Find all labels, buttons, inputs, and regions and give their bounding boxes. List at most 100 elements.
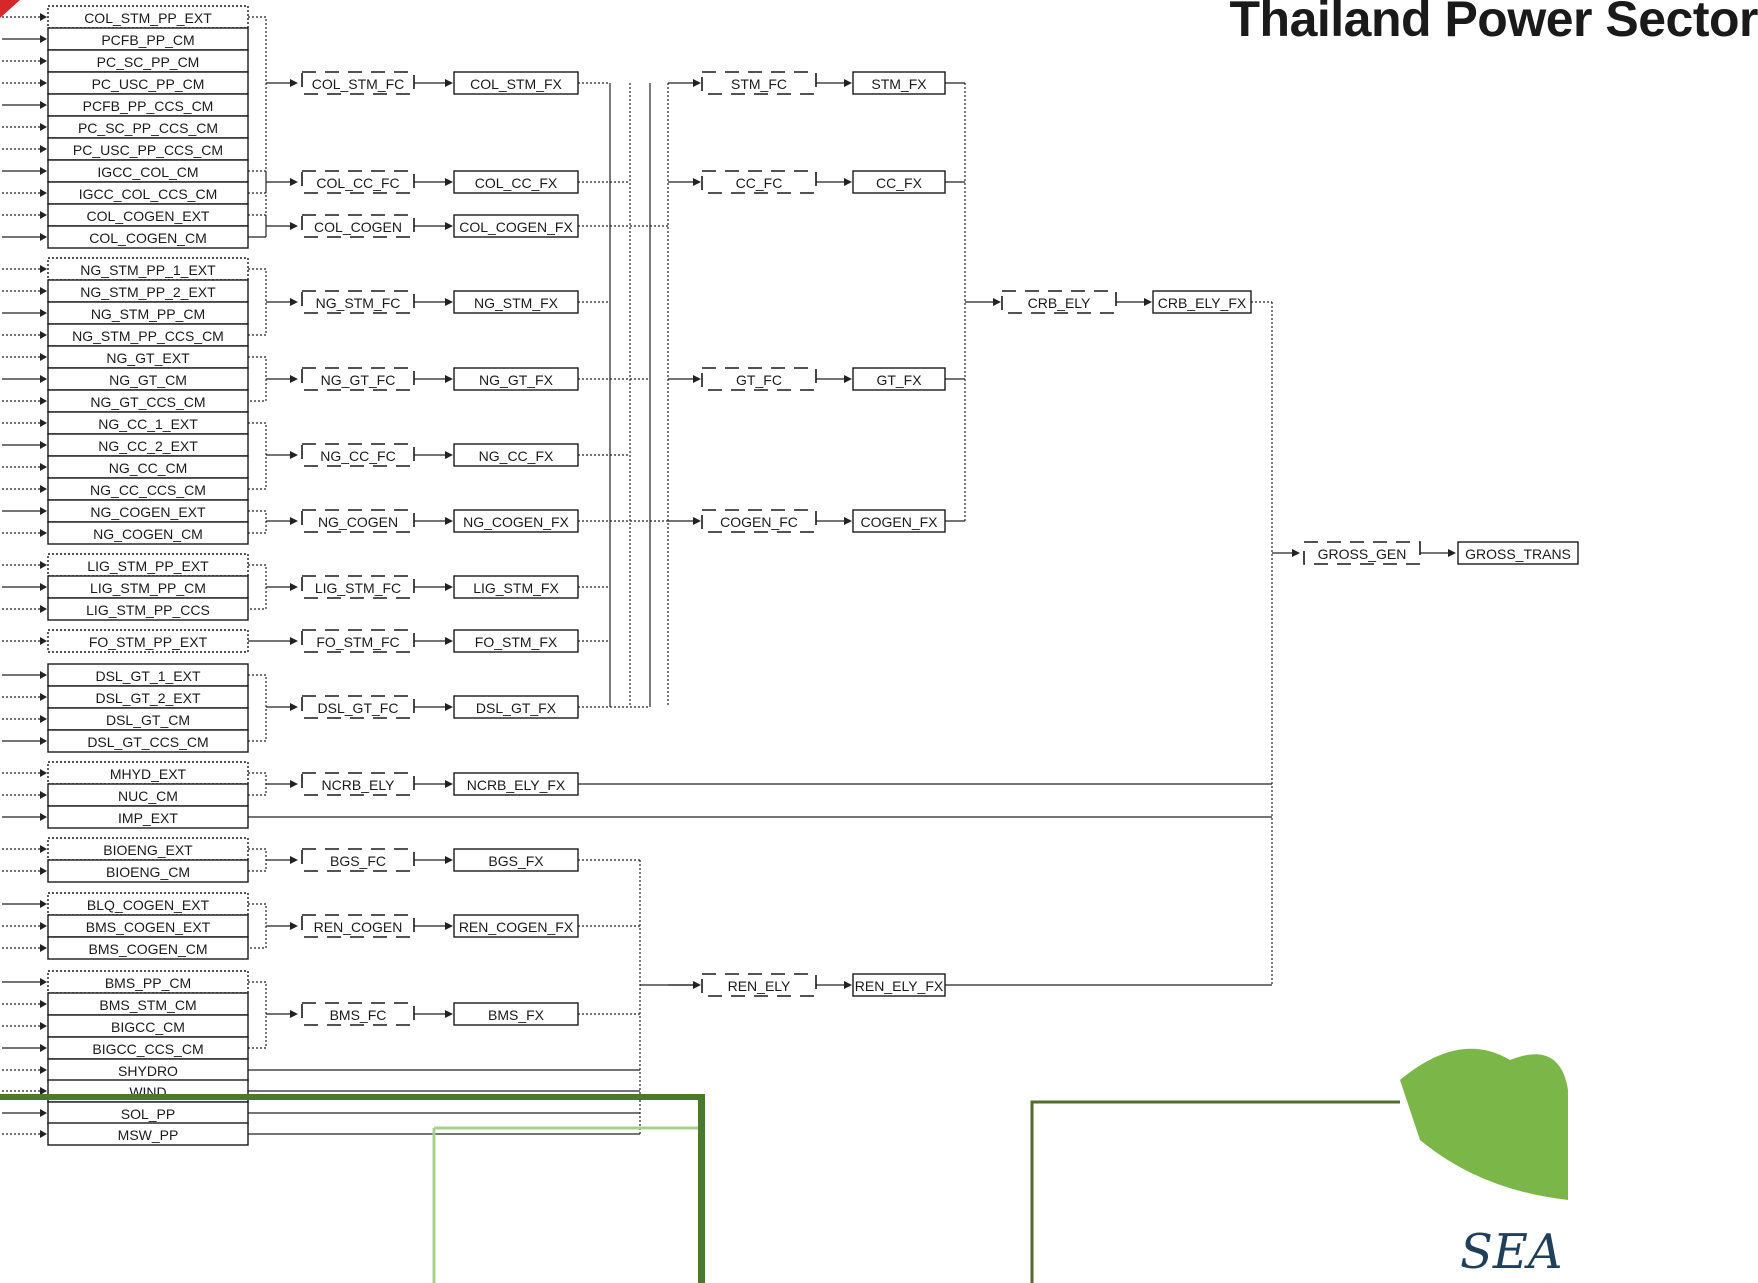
process-bms-stm-cm: BMS_STM_CM — [48, 993, 248, 1015]
process-bms-cogen-cm: BMS_COGEN_CM — [48, 937, 248, 959]
process-bioeng-ext-label: BIOENG_EXT — [103, 842, 193, 858]
process-dsl-gt-2-ext-label: DSL_GT_2_EXT — [95, 690, 200, 706]
commodity-col-cc-fc: COL_CC_FC — [302, 171, 414, 193]
green-frame-side — [698, 1094, 705, 1283]
process-dsl-gt-ccs-cm-label: DSL_GT_CCS_CM — [87, 734, 208, 750]
process-sol-pp: SOL_PP — [48, 1102, 248, 1124]
process-dsl-gt-ccs-cm: DSL_GT_CCS_CM — [48, 730, 248, 752]
process-lig-stm-pp-ext: LIG_STM_PP_EXT — [48, 554, 248, 576]
process-imp-ext-label: IMP_EXT — [118, 810, 178, 826]
process-mhyd-ext: MHYD_EXT — [48, 762, 248, 784]
process-igcc-col-ccs-cm: IGCC_COL_CCS_CM — [48, 182, 248, 204]
process-igcc-col-ccs-cm-label: IGCC_COL_CCS_CM — [79, 186, 217, 202]
commodity-ng-gt-fc-label: NG_GT_FC — [321, 372, 396, 388]
process-igcc-col-cm: IGCC_COL_CM — [48, 160, 248, 182]
process-ng-stm-pp-2-ext: NG_STM_PP_2_EXT — [48, 280, 248, 302]
process-pcfb-pp-ccs-cm: PCFB_PP_CCS_CM — [48, 94, 248, 116]
process-mhyd-ext-label: MHYD_EXT — [110, 766, 187, 782]
process-shydro: SHYDRO — [48, 1059, 248, 1081]
process-col-stm-pp-ext-label: COL_STM_PP_EXT — [84, 10, 212, 26]
commodity-ng-cc-fc-label: NG_CC_FC — [320, 448, 395, 464]
commodity-ng-cogen-label: NG_COGEN — [318, 514, 398, 530]
commodity-ng-cc-fc: NG_CC_FC — [302, 444, 414, 466]
flow-ren-cogen-fx-label: REN_COGEN_FX — [459, 919, 574, 935]
commodity-ren-cogen-label: REN_COGEN — [314, 919, 403, 935]
gross-trans-process: GROSS_TRANS — [1458, 542, 1578, 564]
process-msw-pp-label: MSW_PP — [118, 1127, 179, 1143]
process-col-stm-pp-ext: COL_STM_PP_EXT — [48, 6, 248, 28]
green-frame-top — [0, 1094, 705, 1100]
flow-ng-stm-fx-label: NG_STM_FX — [474, 295, 559, 311]
flow-ng-gt-fx: NG_GT_FX — [454, 368, 578, 390]
flow-col-stm-fx: COL_STM_FX — [454, 72, 578, 94]
process-ng-stm-pp-1-ext-label: NG_STM_PP_1_EXT — [80, 262, 216, 278]
process-bms-cogen-cm-label: BMS_COGEN_CM — [88, 941, 207, 957]
process-ng-stm-pp-cm-label: NG_STM_PP_CM — [91, 306, 205, 322]
process-dsl-gt-cm-label: DSL_GT_CM — [106, 712, 190, 728]
process-pc-usc-pp-ccs-cm-label: PC_USC_PP_CCS_CM — [73, 142, 223, 158]
commodity-ng-stm-fc: NG_STM_FC — [302, 291, 414, 313]
flow-fo-stm-fx-label: FO_STM_FX — [475, 634, 558, 650]
process-ng-gt-ext: NG_GT_EXT — [48, 346, 248, 368]
commodity-bgs-fc: BGS_FC — [302, 849, 414, 871]
process-lig-stm-pp-ccs-label: LIG_STM_PP_CCS — [86, 602, 210, 618]
agg-commodity-stm-fc-label: STM_FC — [731, 76, 787, 92]
process-pc-sc-pp-ccs-cm-label: PC_SC_PP_CCS_CM — [78, 120, 218, 136]
commodity-ng-gt-fc: NG_GT_FC — [302, 368, 414, 390]
process-nuc-cm-label: NUC_CM — [118, 788, 178, 804]
process-bioeng-cm-label: BIOENG_CM — [106, 864, 190, 880]
process-pc-usc-pp-cm-label: PC_USC_PP_CM — [92, 76, 205, 92]
commodity-ncrb-ely-label: NCRB_ELY — [322, 777, 396, 793]
process-ng-cc-1-ext-label: NG_CC_1_EXT — [98, 416, 198, 432]
process-ng-cc-1-ext: NG_CC_1_EXT — [48, 412, 248, 434]
flow-bgs-fx-label: BGS_FX — [488, 853, 544, 869]
commodity-dsl-gt-fc: DSL_GT_FC — [302, 696, 414, 718]
flow-ng-stm-fx: NG_STM_FX — [454, 291, 578, 313]
flow-ncrb-ely-fx-label: NCRB_ELY_FX — [467, 777, 566, 793]
agg-process-ren-ely-fx: REN_ELY_FX — [853, 974, 945, 996]
flow-bms-fx-label: BMS_FX — [488, 1007, 545, 1023]
process-bioeng-ext: BIOENG_EXT — [48, 838, 248, 860]
gross-trans-process-label: GROSS_TRANS — [1465, 546, 1571, 562]
process-dsl-gt-1-ext: DSL_GT_1_EXT — [48, 664, 248, 686]
agg-commodity-cogen-fc-label: COGEN_FC — [720, 514, 798, 530]
process-ng-cc-cm: NG_CC_CM — [48, 456, 248, 478]
flow-col-cc-fx-label: COL_CC_FX — [475, 175, 558, 191]
process-ng-cogen-ext: NG_COGEN_EXT — [48, 500, 248, 522]
agg-process-stm-fx-label: STM_FX — [871, 76, 927, 92]
logo-text: SEA — [1460, 1224, 1563, 1280]
process-pcfb-pp-ccs-cm-label: PCFB_PP_CCS_CM — [83, 98, 214, 114]
flow-col-cogen-fx-label: COL_COGEN_FX — [459, 219, 573, 235]
crb-ely-commodity: CRB_ELY — [1002, 291, 1116, 313]
process-dsl-gt-2-ext: DSL_GT_2_EXT — [48, 686, 248, 708]
flow-ng-gt-fx-label: NG_GT_FX — [479, 372, 554, 388]
process-lig-stm-pp-ccs: LIG_STM_PP_CCS — [48, 598, 248, 620]
commodity-fo-stm-fc-label: FO_STM_FC — [316, 634, 399, 650]
flow-ng-cogen-fx-label: NG_COGEN_FX — [463, 514, 569, 530]
flow-ng-cc-fx-label: NG_CC_FX — [479, 448, 554, 464]
flow-col-stm-fx-label: COL_STM_FX — [470, 76, 562, 92]
process-ng-gt-ccs-cm: NG_GT_CCS_CM — [48, 390, 248, 412]
agg-process-cc-fx: CC_FX — [853, 171, 945, 193]
agg-process-gt-fx: GT_FX — [853, 368, 945, 390]
commodity-lig-stm-fc: LIG_STM_FC — [302, 576, 414, 598]
process-blq-cogen-ext: BLQ_COGEN_EXT — [48, 893, 248, 915]
process-col-cogen-ext: COL_COGEN_EXT — [48, 204, 248, 226]
crb-ely-commodity-label: CRB_ELY — [1028, 295, 1091, 311]
process-bigcc-ccs-cm-label: BIGCC_CCS_CM — [92, 1041, 203, 1057]
commodity-col-cogen-label: COL_COGEN — [314, 219, 402, 235]
process-bigcc-cm: BIGCC_CM — [48, 1015, 248, 1037]
process-pcfb-pp-cm-label: PCFB_PP_CM — [101, 32, 194, 48]
process-ng-cc-ccs-cm-label: NG_CC_CCS_CM — [90, 482, 206, 498]
agg-commodity-cc-fc: CC_FC — [702, 171, 816, 193]
agg-process-stm-fx: STM_FX — [853, 72, 945, 94]
process-lig-stm-pp-cm: LIG_STM_PP_CM — [48, 576, 248, 598]
process-fo-stm-pp-ext: FO_STM_PP_EXT — [48, 630, 248, 652]
flow-ren-cogen-fx: REN_COGEN_FX — [454, 915, 578, 937]
process-bms-pp-cm-label: BMS_PP_CM — [105, 975, 191, 991]
commodity-ng-cogen: NG_COGEN — [302, 510, 414, 532]
process-ng-cogen-cm-label: NG_COGEN_CM — [93, 526, 203, 542]
process-ng-stm-pp-ccs-cm-label: NG_STM_PP_CCS_CM — [72, 328, 224, 344]
flow-lig-stm-fx-label: LIG_STM_FX — [473, 580, 559, 596]
process-ng-cogen-ext-label: NG_COGEN_EXT — [90, 504, 206, 520]
